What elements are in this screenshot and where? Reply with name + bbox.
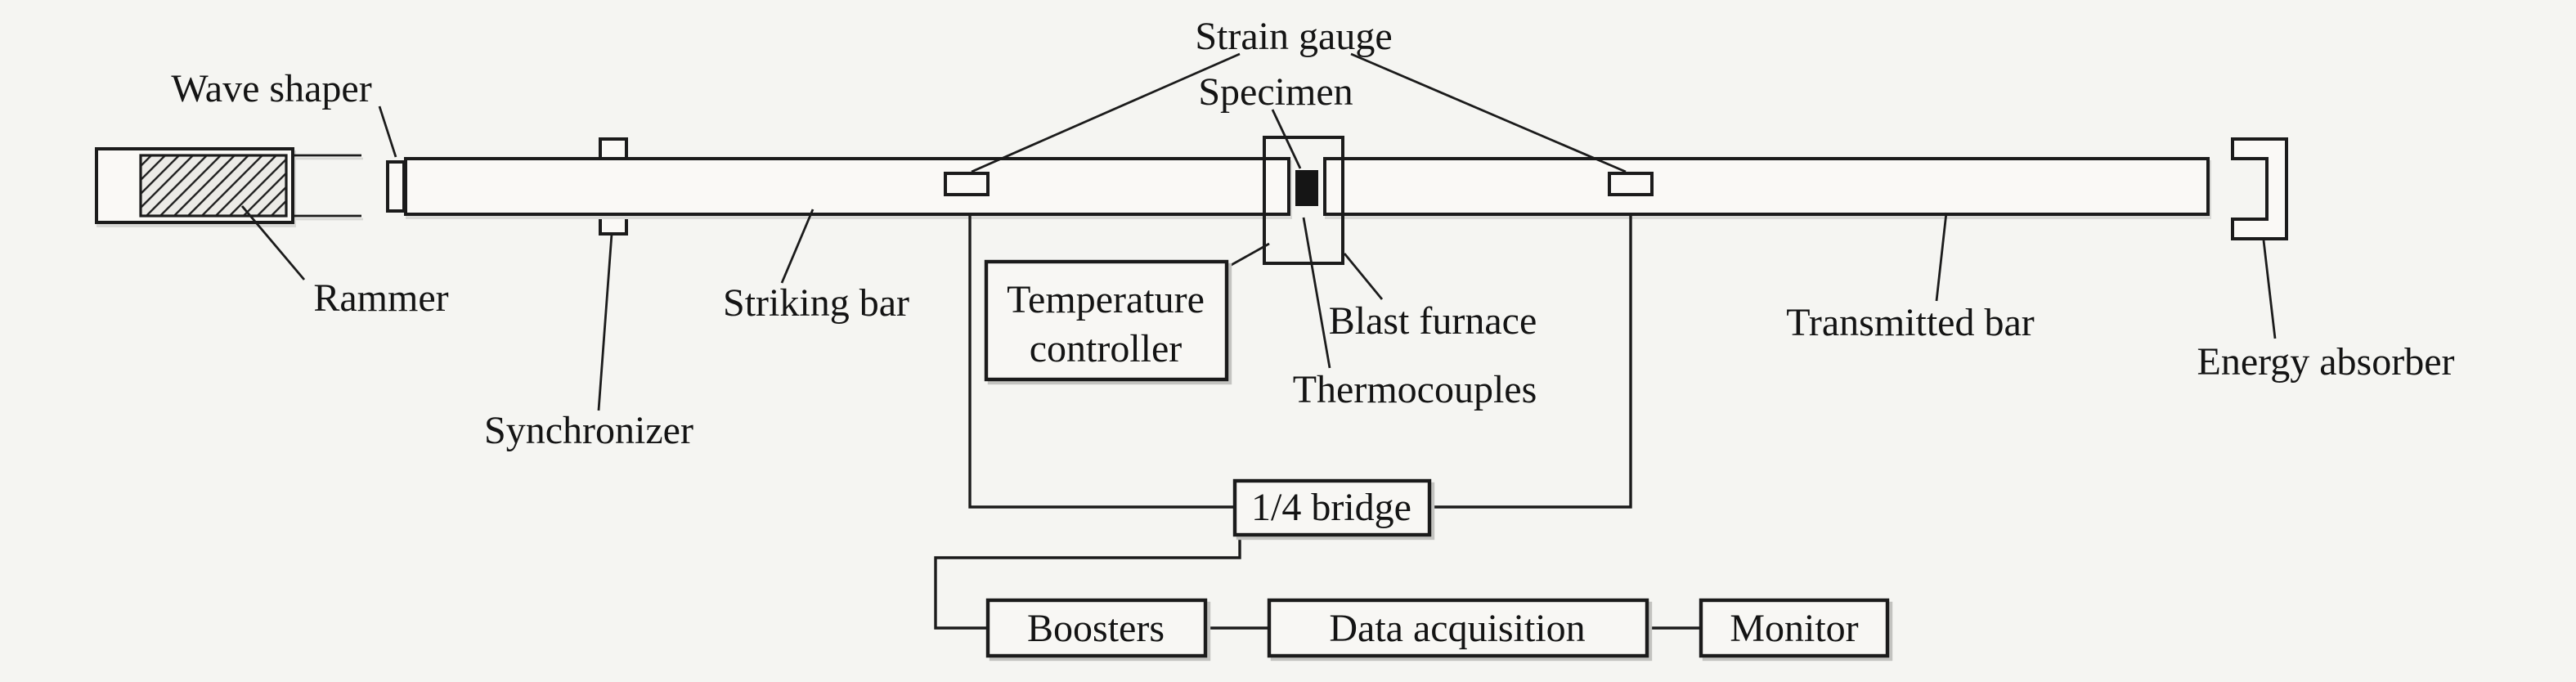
temperature-controller-box [984,259,1229,382]
label-striking-bar: Striking bar [723,281,909,325]
rammer-hatched-block [139,154,288,218]
leader-rammer [240,205,306,280]
label-wave-shaper: Wave shaper [171,67,371,110]
leader-energy-absorber [2262,240,2277,339]
leader-strain-gauge-left [971,52,1241,173]
leader-blast-furnace [1343,253,1384,300]
signal-wires [934,214,1701,630]
label-strain-gauge: Strain gauge [1195,15,1392,58]
specimen-block [1295,170,1318,206]
leader-transmitted-bar [1935,212,1948,302]
label-energy-absorber: Energy absorber [2197,340,2455,384]
leader-strain-gauge-right [1350,52,1627,173]
striking-bar [404,157,1290,216]
label-temperature-controller-line1: Temperature [1007,278,1205,321]
instrument-boxes [984,259,1890,658]
strain-gauge-right [1608,172,1654,196]
label-temperature-controller-line2: controller [1030,327,1183,370]
wire-bridge-to-boosters [934,535,1241,630]
leader-temperature-controller [1227,242,1270,268]
leader-thermocouples [1302,217,1331,369]
wire-left-gauge-to-bridge [968,214,1235,509]
label-thermocouples: Thermocouples [1293,368,1537,411]
label-quarter-bridge: 1/4 bridge [1251,486,1411,529]
leader-striking-bar [780,209,815,284]
strain-gauge-left [944,172,990,196]
leader-lines [240,52,2277,411]
transmitted-bar [1323,157,2210,216]
leader-specimen [1271,109,1302,169]
labels: Wave shaper Rammer Synchronizer Striking… [171,15,2454,650]
leader-synchronizer [597,233,613,411]
label-specimen: Specimen [1198,70,1353,114]
blast-furnace-chamber [1263,136,1344,265]
label-transmitted-bar: Transmitted bar [1786,301,2035,344]
quarter-bridge-box [1232,478,1432,537]
label-blast-furnace: Blast furnace [1329,299,1537,343]
label-boosters: Boosters [1027,607,1165,650]
data-acquisition-box [1267,598,1649,658]
launcher-assembly [95,147,361,224]
wave-shaper-disc [386,160,406,213]
leader-wave-shaper [378,105,397,158]
label-monitor: Monitor [1730,607,1858,650]
label-rammer: Rammer [313,276,448,320]
pressure-bars [404,157,2210,216]
wire-right-gauge-to-bridge [1429,214,1632,509]
monitor-box [1699,598,1890,658]
boosters-box [985,598,1208,658]
label-data-acquisition: Data acquisition [1329,607,1585,650]
energy-absorber-device [2231,137,2288,240]
label-synchronizer: Synchronizer [484,409,693,452]
